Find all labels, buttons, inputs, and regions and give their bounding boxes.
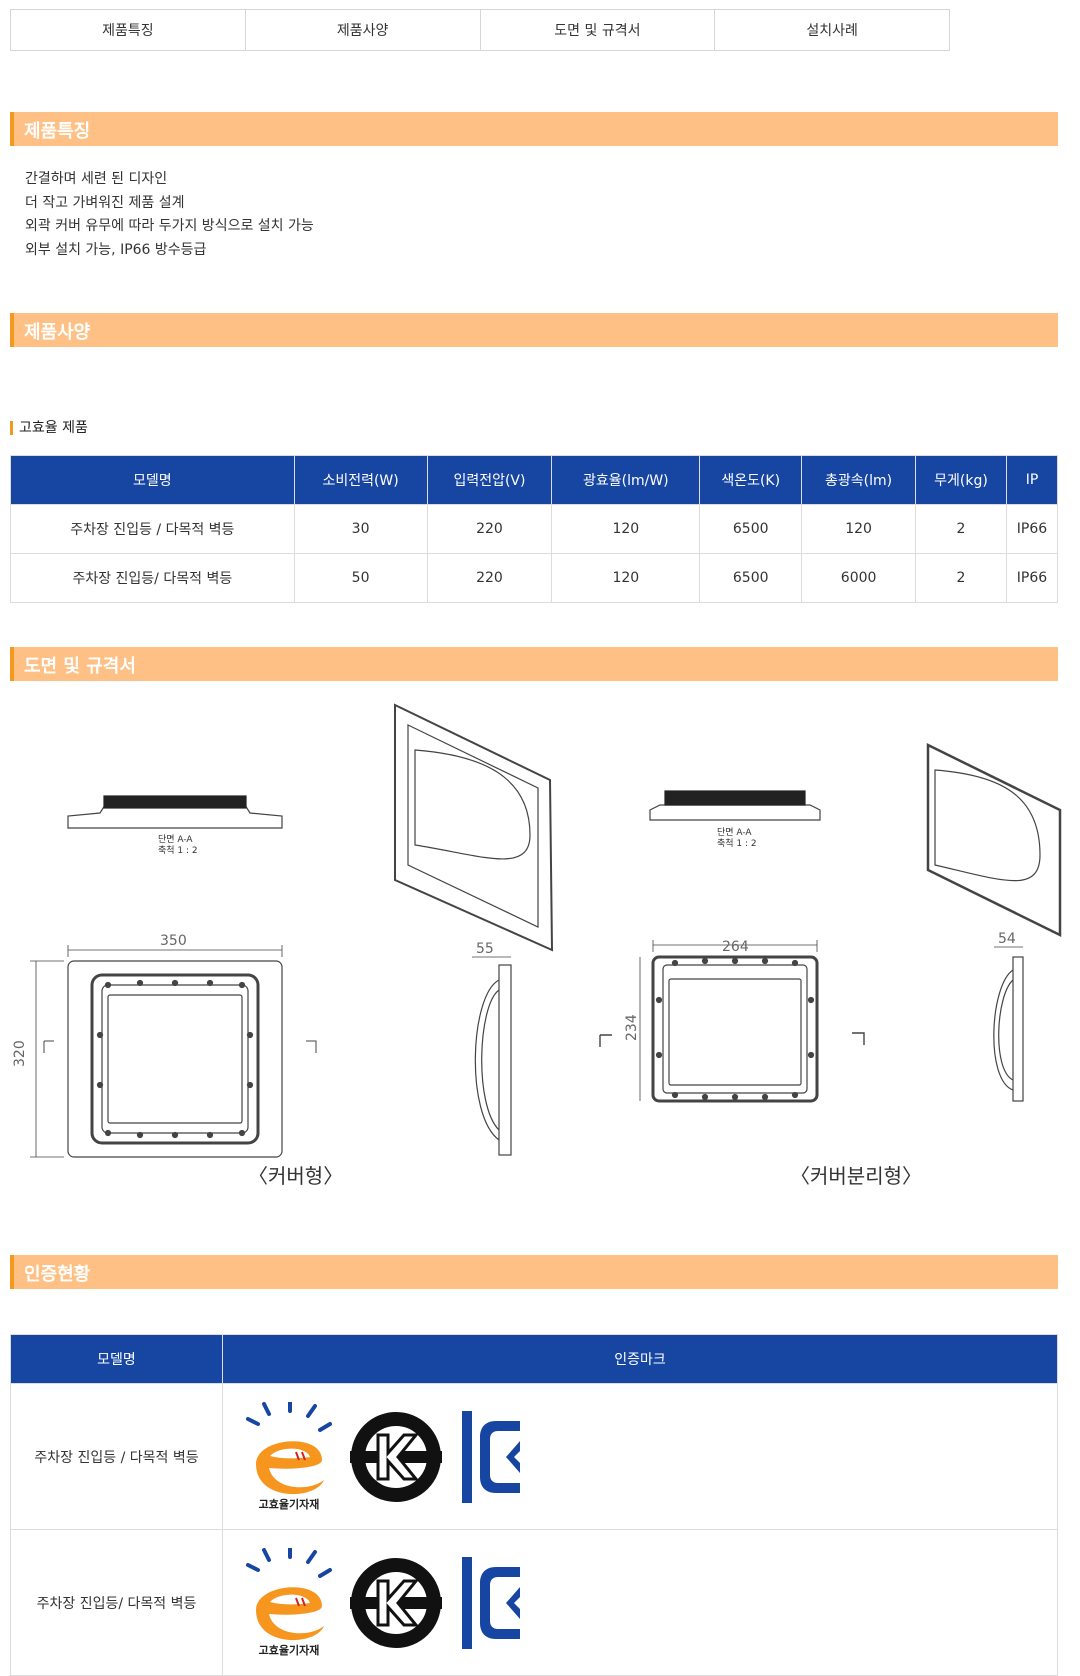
table-row: 주차장 진입등 / 다목적 벽등 고효율기자재 xyxy=(10,1383,1058,1530)
left-front-view xyxy=(30,945,317,1158)
high-efficiency-logo-text: 고효율기자재 xyxy=(259,1497,320,1511)
right-cross-section xyxy=(649,790,821,821)
high-efficiency-logo-text: 고효율기자재 xyxy=(259,1643,320,1657)
ks-mark-icon xyxy=(350,1411,442,1502)
cert-header-row: 모델명 인증마크 xyxy=(10,1334,1058,1384)
left-width-dimension: 350 xyxy=(160,933,187,949)
table-row: 주차장 진입등 / 다목적 벽등 30 220 120 6500 120 2 I… xyxy=(10,504,1059,554)
spec-cell: 120 xyxy=(551,553,701,603)
spec-cell: 2 xyxy=(915,504,1007,554)
section-title: 도면 및 규격서 xyxy=(24,656,136,677)
left-depth-dimension: 55 xyxy=(476,941,494,957)
tab-installations[interactable]: 설치사례 xyxy=(806,23,858,39)
spec-header-cell: IP xyxy=(1005,455,1059,505)
spec-cell: 6500 xyxy=(699,553,803,603)
right-perspective-view xyxy=(926,742,1062,938)
spec-table: 모델명 소비전력(W) 입력전압(V) 광효율(lm/W) 색온도(K) 총광속… xyxy=(10,455,1059,603)
spec-header-cell: 총광속(lm) xyxy=(801,455,917,505)
spec-subtitle: 고효율 제품 xyxy=(10,421,88,435)
feature-item: 외부 설치 가능, IP66 방수등급 xyxy=(25,241,207,258)
spec-header-cell: 소비전력(W) xyxy=(293,455,428,505)
tab-drawings[interactable]: 도면 및 규격서 xyxy=(481,10,716,50)
right-depth-dimension: 54 xyxy=(998,931,1016,947)
high-efficiency-equipment-logo: 고효율기자재 xyxy=(246,1547,332,1657)
left-section-label: 단면 A-A xyxy=(158,834,193,845)
spec-header-cell: 광효율(lm/W) xyxy=(551,455,701,505)
features-list: 간결하며 세련 된 디자인 더 작고 가벼워진 제품 설계 외곽 커버 유무에 … xyxy=(25,168,314,262)
left-side-view xyxy=(472,956,512,1156)
spec-cell: 120 xyxy=(551,504,701,554)
spec-cell: 120 xyxy=(801,504,917,554)
section-header-features: 제품특징 xyxy=(10,112,1058,146)
right-section-label: 단면 A-A xyxy=(717,827,752,838)
left-height-dimension: 320 xyxy=(12,1040,28,1067)
kc-mark-icon xyxy=(462,1410,520,1503)
right-height-dimension: 234 xyxy=(624,1014,640,1041)
spec-header-cell: 입력전압(V) xyxy=(426,455,553,505)
left-scale-label: 축척 1 : 2 xyxy=(158,845,198,856)
feature-item: 더 작고 가벼워진 제품 설계 xyxy=(25,194,185,211)
right-scale-label: 축척 1 : 2 xyxy=(717,838,757,849)
spec-cell: 220 xyxy=(426,504,553,554)
left-cross-section xyxy=(67,795,283,829)
cert-header-cell: 인증마크 xyxy=(222,1334,1058,1384)
left-caption: 〈커버형〉 xyxy=(248,1164,343,1188)
spec-cell: 220 xyxy=(426,553,553,603)
right-side-view xyxy=(993,946,1024,1102)
table-row: 주차장 진입등/ 다목적 벽등 고효율기자재 xyxy=(10,1529,1058,1676)
cert-header-cell: 모델명 xyxy=(10,1334,223,1384)
section-header-certs: 인증현황 xyxy=(10,1255,1058,1289)
spec-cell: 30 xyxy=(293,504,428,554)
spec-cell: IP66 xyxy=(1005,504,1059,554)
section-title: 제품특징 xyxy=(24,121,91,142)
section-title: 제품사양 xyxy=(24,322,91,343)
kc-mark-icon xyxy=(462,1556,520,1649)
high-efficiency-equipment-logo: 고효율기자재 xyxy=(246,1401,332,1511)
spec-cell: 6500 xyxy=(699,504,803,554)
spec-cell: 2 xyxy=(915,553,1007,603)
spec-cell: 50 xyxy=(293,553,428,603)
right-width-dimension: 264 xyxy=(722,939,749,955)
cert-table: 모델명 인증마크 주차장 진입등 / 다목적 벽등 xyxy=(10,1334,1058,1676)
spec-header-cell: 무게(kg) xyxy=(915,455,1007,505)
cert-model-name: 주차장 진입등/ 다목적 벽등 xyxy=(10,1529,223,1676)
section-header-specs: 제품사양 xyxy=(10,313,1058,347)
spec-header-cell: 모델명 xyxy=(10,455,295,505)
cert-model-name: 주차장 진입등 / 다목적 벽등 xyxy=(10,1383,223,1530)
tab-bar: 제품특징 제품사양 도면 및 규격서 설치사례 xyxy=(10,9,950,51)
tab-features[interactable]: 제품특징 xyxy=(11,10,246,50)
ks-mark-icon xyxy=(350,1557,442,1648)
section-header-drawings: 도면 및 규격서 xyxy=(10,647,1058,681)
right-front-view xyxy=(599,940,865,1103)
technical-drawing: 단면 A-A 축척 1 : 2 단면 A-A 축척 1 : 2 350 320 … xyxy=(12,703,1062,1188)
spec-cell: 6000 xyxy=(801,553,917,603)
right-caption: 〈커버분리형〉 xyxy=(790,1164,922,1188)
table-row: 주차장 진입등/ 다목적 벽등 50 220 120 6500 6000 2 I… xyxy=(10,553,1059,603)
tab-specs[interactable]: 제품사양 xyxy=(246,10,481,50)
feature-item: 외곽 커버 유무에 따라 두가지 방식으로 설치 가능 xyxy=(25,218,314,234)
spec-header-cell: 색온도(K) xyxy=(699,455,803,505)
section-title: 인증현황 xyxy=(24,1264,91,1285)
feature-item: 간결하며 세련 된 디자인 xyxy=(25,171,168,187)
cert-marks-cell: 고효율기자재 xyxy=(222,1383,1058,1530)
spec-cell: 주차장 진입등 / 다목적 벽등 xyxy=(10,504,295,554)
spec-cell: IP66 xyxy=(1005,553,1059,603)
left-perspective-view xyxy=(394,703,554,952)
spec-header-row: 모델명 소비전력(W) 입력전압(V) 광효율(lm/W) 색온도(K) 총광속… xyxy=(10,455,1059,505)
cert-marks-cell: 고효율기자재 xyxy=(222,1529,1058,1676)
spec-cell: 주차장 진입등/ 다목적 벽등 xyxy=(10,553,295,603)
